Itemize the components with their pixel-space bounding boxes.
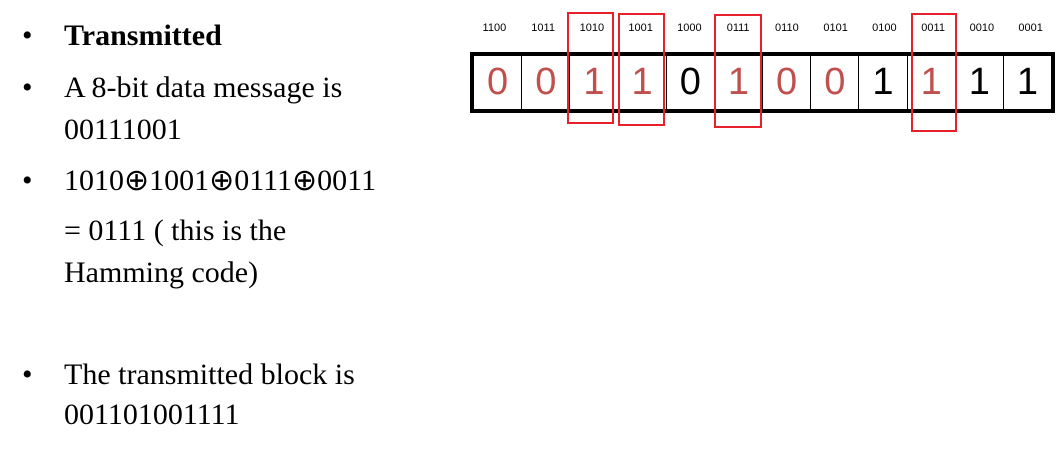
highlight-box: [714, 14, 762, 128]
position-label: 0010: [969, 22, 995, 34]
bit-cell: 0: [522, 56, 571, 109]
highlight-box: [567, 12, 614, 124]
bit-cell: 1: [859, 56, 908, 109]
bullet-line: 001101001111: [64, 398, 240, 431]
bit-cell: 1: [956, 56, 1004, 109]
position-label: 0011: [921, 22, 945, 34]
position-label: 0110: [775, 22, 799, 34]
position-label: 1011: [531, 22, 555, 34]
highlight-box: [911, 13, 957, 132]
bit-cell: 0: [474, 56, 523, 109]
heading: Transmitted: [64, 19, 222, 52]
bullet-line: 00111001: [64, 113, 182, 146]
position-label: 1010: [579, 22, 605, 34]
position-label: 1100: [482, 22, 507, 34]
position-label: 1001: [628, 22, 653, 34]
highlight-box: [618, 13, 665, 126]
bit-cell: 1: [1016, 61, 1039, 103]
position-label: 1000: [677, 22, 702, 34]
bullet-line: = 0111 ( this is the: [64, 214, 287, 247]
bit-cell: 1: [619, 56, 667, 109]
bit-cell: 1: [715, 56, 764, 109]
bullet-line: A 8-bit data message is: [64, 71, 343, 104]
bullet-line: 1010⊕1001⊕0111⊕0011: [64, 164, 377, 197]
bullet-line: Hamming code): [64, 256, 259, 289]
bit-cell: 0: [811, 56, 860, 109]
position-label: 0001: [1018, 22, 1043, 34]
position-label: 0101: [823, 22, 848, 34]
position-label: 0111: [726, 22, 750, 34]
position-label: 0100: [872, 22, 897, 34]
position-labels: 1100 1011 1010 1001 1000 0111 0110 0101 0100 0011…: [470, 22, 1055, 34]
bullet-line: The transmitted block is: [64, 358, 355, 391]
bit-cell: 0: [763, 56, 812, 109]
bit-cell: 0: [667, 56, 715, 109]
